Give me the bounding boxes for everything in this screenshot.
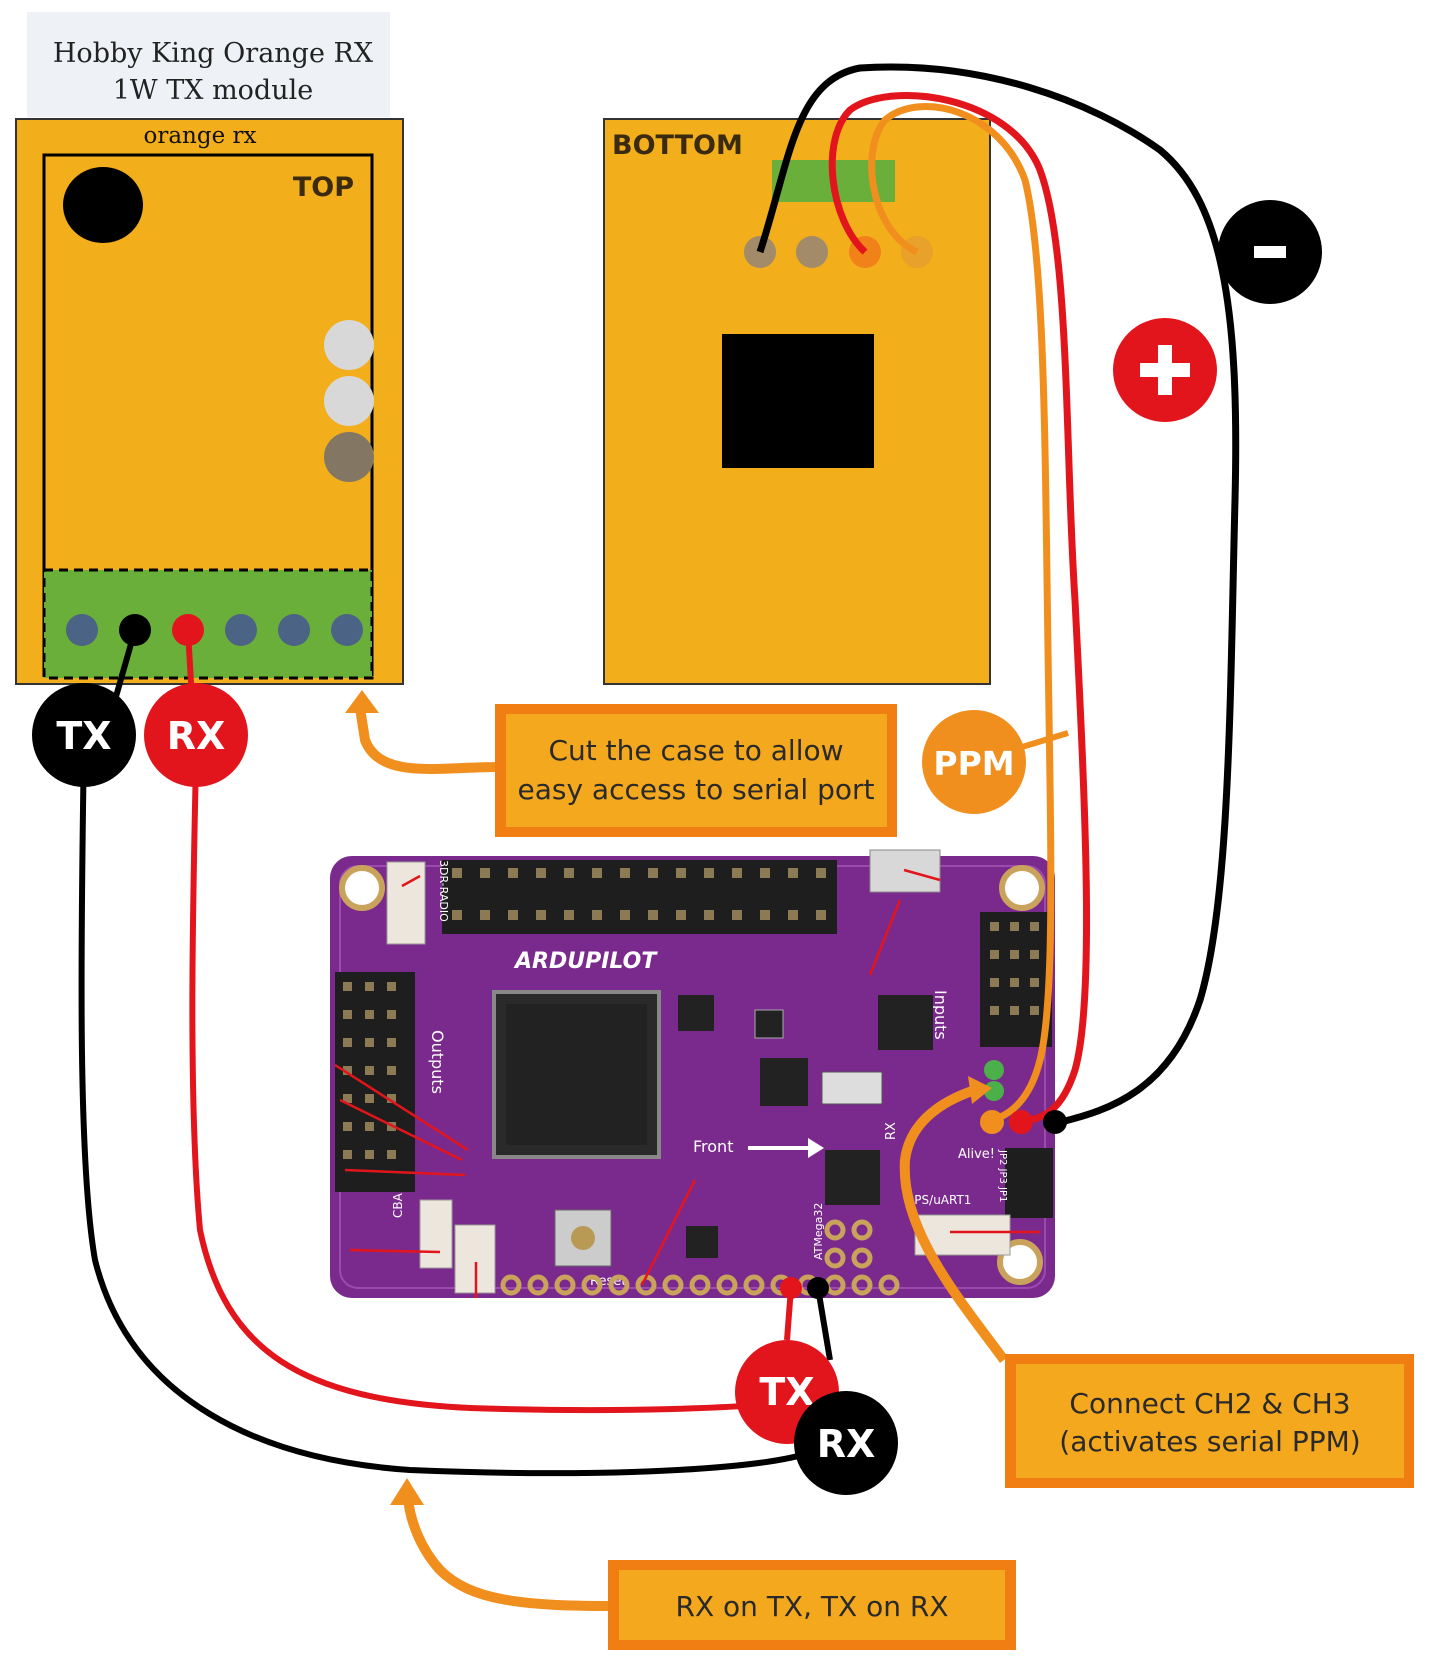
- brand-label: orange rx: [144, 123, 257, 149]
- rxtx-arrow: [403, 1497, 613, 1611]
- ch2-dot: [984, 1060, 1004, 1080]
- jp-silk: JP2 JP3 JP1: [997, 1149, 1008, 1202]
- rx-label-left: RX: [167, 714, 226, 758]
- ppm-connector: [1021, 730, 1069, 750]
- top-pin-header: [442, 860, 837, 934]
- module-header-line1: Hobby King Orange RX: [53, 38, 374, 69]
- led-3: [324, 432, 374, 482]
- gps-silk: GPS/uART1: [905, 1193, 971, 1207]
- chip-a: [678, 995, 714, 1031]
- minus-sign: [1254, 246, 1286, 258]
- rx-badge-left: [144, 683, 248, 787]
- chip-square: [722, 334, 874, 468]
- cut-case-callout: [506, 714, 887, 827]
- led-1: [324, 320, 374, 370]
- tx-badge-left: [32, 683, 136, 787]
- bottom-pin-2: [796, 236, 828, 268]
- telem-silk: ATMega32: [812, 1203, 825, 1260]
- chip-c: [878, 995, 933, 1050]
- pin-6: [331, 614, 363, 646]
- connect-arrowhead: [968, 1076, 992, 1104]
- rxtx-line1: RX on TX, TX on RX: [676, 1590, 949, 1623]
- chip-b: [754, 1009, 784, 1039]
- jp-header: [1005, 1148, 1053, 1218]
- ardupilot-board: 3DR-RADIO Outputs Inputs: [330, 849, 1055, 1298]
- wire-red-vcc: [828, 92, 1091, 1126]
- tx-label-left: TX: [56, 714, 111, 758]
- wire-tx-black: [78, 629, 813, 1477]
- ardupilot-logo: ARDUPILOT: [513, 949, 658, 974]
- vcc-pin-dot: [1009, 1110, 1033, 1134]
- ch3-dot: [984, 1081, 1004, 1101]
- cut-case-line2: easy access to serial port: [517, 773, 874, 806]
- chip-f: [686, 1226, 718, 1258]
- module-header-line2: 1W TX module: [113, 75, 313, 106]
- rxtx-arrowhead: [390, 1478, 424, 1505]
- front-arrow-head: [808, 1138, 824, 1158]
- ppm-badge: [922, 710, 1026, 814]
- cut-case-arrow: [355, 707, 499, 775]
- top-side-label: TOP: [293, 172, 354, 203]
- crystal: [821, 1071, 883, 1105]
- connector-left-1: [419, 1199, 453, 1269]
- black-dot: [63, 167, 143, 243]
- chip-d: [760, 1058, 808, 1106]
- ppm-pin-dot: [980, 1110, 1004, 1134]
- top-module: orange rx TOP: [15, 118, 404, 685]
- outputs-silk: Outputs: [428, 1030, 447, 1094]
- board-rx-stub: [815, 1287, 833, 1361]
- radio-connector: [386, 861, 426, 945]
- front-silk: Front: [693, 1137, 733, 1156]
- tx-label-board: TX: [759, 1370, 814, 1414]
- wire-black-gnd: [756, 63, 1240, 1126]
- bottom-side-label: BOTTOM: [612, 130, 743, 161]
- pin-5: [278, 614, 310, 646]
- connect-line1: Connect CH2 & CH3: [1069, 1387, 1350, 1420]
- rx-label-board: RX: [817, 1422, 876, 1466]
- board-tx-pin: [780, 1277, 802, 1299]
- gnd-pin-dot: [1043, 1110, 1067, 1134]
- rx-silk: RX: [884, 1122, 899, 1140]
- wire-orange-ppm: [868, 103, 1055, 1124]
- cut-case-arrowhead: [345, 690, 379, 713]
- cba-silk: CBA: [391, 1192, 405, 1218]
- inputs-silk: Inputs: [931, 990, 950, 1040]
- module-header-box: [27, 12, 390, 117]
- radio-silk: 3DR-RADIO: [437, 860, 450, 922]
- ppm-label: PPM: [933, 744, 1014, 783]
- alive-silk: Alive!: [958, 1147, 995, 1162]
- rx-badge-board: [794, 1391, 898, 1495]
- bottom-module: BOTTOM: [603, 118, 991, 685]
- plus-sign-v: [1158, 345, 1172, 395]
- serial-port-strip: [42, 568, 374, 680]
- chip-e: [825, 1150, 880, 1205]
- board-rx-pin: [807, 1277, 829, 1299]
- connect-arrow: [899, 1085, 1009, 1363]
- pin-4: [225, 614, 257, 646]
- led-2: [324, 376, 374, 426]
- rxtx-callout: [619, 1570, 1005, 1640]
- pin-1: [66, 614, 98, 646]
- connect-line2: (activates serial PPM): [1059, 1425, 1360, 1458]
- cut-case-line1: Cut the case to allow: [548, 734, 843, 767]
- connect-callout: [1016, 1364, 1404, 1478]
